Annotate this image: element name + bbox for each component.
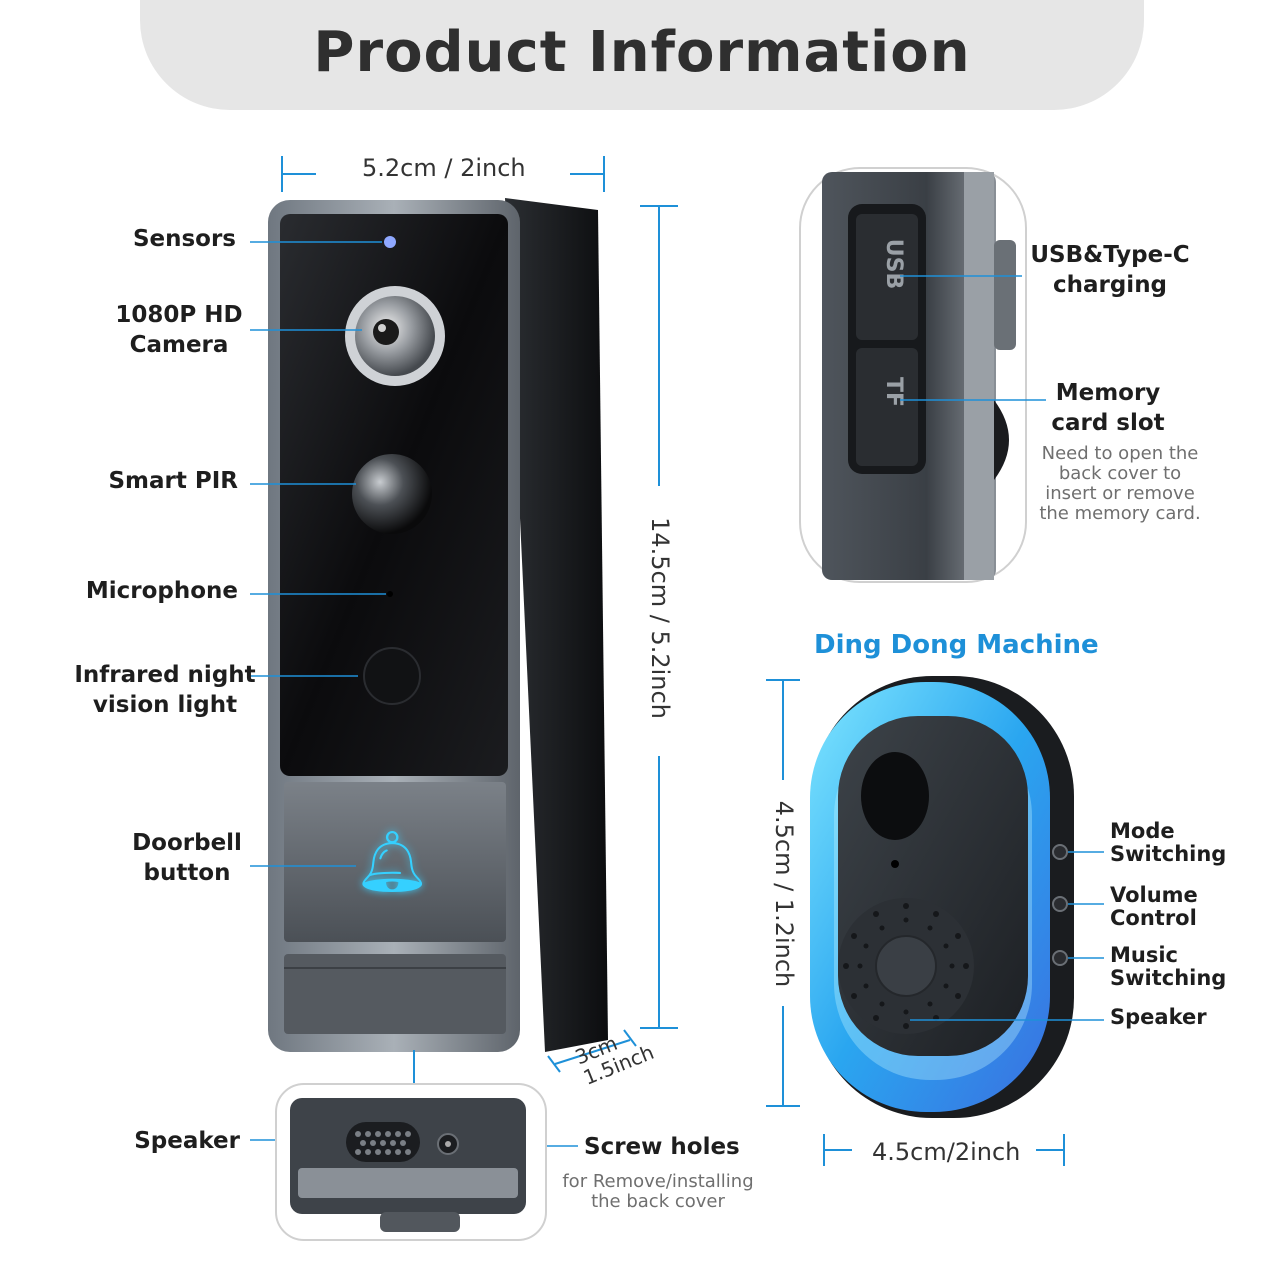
label-smart-pir: Smart PIR: [108, 468, 238, 494]
chime-height-dimension: [766, 679, 800, 1107]
doorbell-width-label: 5.2cm / 2inch: [362, 154, 526, 182]
doorbell-device: [268, 198, 608, 1052]
label-sensors: Sensors: [132, 226, 236, 252]
label-music-switching: Music Switching: [1110, 943, 1227, 990]
label-memory-slot: Memory card slot: [1051, 380, 1165, 436]
label-chime-speaker: Speaker: [1110, 1005, 1207, 1029]
title-banner: [140, 0, 1144, 110]
doorbell-depth-dimension: [547, 1029, 637, 1073]
chime-device: [810, 676, 1074, 1118]
doorbell-height-label: 14.5cm / 5.2inch: [646, 517, 674, 719]
chime-title: Ding Dong Machine: [814, 630, 1099, 660]
label-volume-control: Volume Control: [1110, 883, 1198, 930]
page-title: Product Information: [313, 20, 971, 85]
label-doorbell-button: Doorbell button: [132, 830, 242, 886]
label-microphone: Microphone: [85, 578, 238, 604]
label-mode-switching: Mode Switching: [1110, 819, 1227, 866]
chime-width-label: 4.5cm/2inch: [872, 1138, 1021, 1166]
bottom-view: [275, 1083, 547, 1241]
side-view-leader-lines: [900, 275, 1046, 401]
label-usb-charging: USB&Type-C charging: [1030, 242, 1190, 298]
usb-port-label: USB: [881, 239, 906, 289]
note-screw-holes: for Remove/installing the back cover: [562, 1171, 754, 1212]
label-camera: 1080P HD Camera: [115, 302, 243, 358]
note-memory-slot: Need to open the back cover to insert or…: [1039, 443, 1201, 524]
doorbell-width-dimension: [281, 156, 605, 192]
bell-icon: 🔔︎: [354, 827, 431, 897]
chime-width-dimension: [823, 1134, 1065, 1166]
label-screw-holes: Screw holes: [584, 1134, 740, 1160]
chime-height-label: 4.5cm / 1.2inch: [770, 800, 798, 988]
label-infrared: Infrared night vision light: [74, 662, 256, 718]
label-bottom-speaker: Speaker: [134, 1128, 240, 1154]
chime-leader-lines: [910, 851, 1104, 1021]
tf-slot-label: TF: [881, 377, 906, 407]
side-view: USB TF: [799, 167, 1027, 583]
doorbell-height-dimension: [640, 205, 678, 1029]
